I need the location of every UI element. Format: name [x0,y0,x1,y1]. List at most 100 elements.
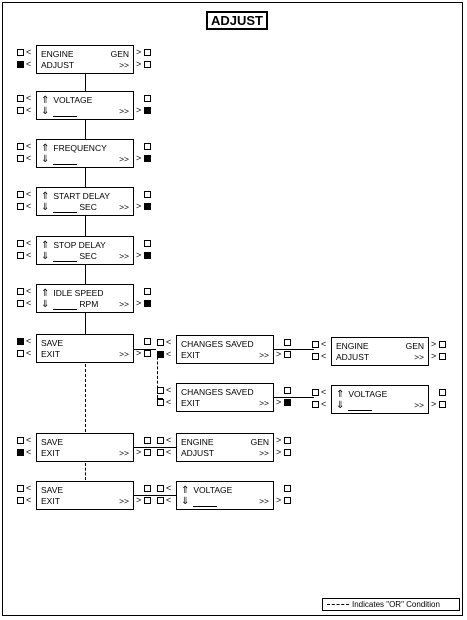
button-left-top[interactable] [17,191,24,198]
button-left-bottom[interactable] [17,107,24,114]
button-left-top[interactable] [17,49,24,56]
button-right-top[interactable] [144,95,151,102]
button-left-top[interactable] [17,485,24,492]
button-right-bottom[interactable] [284,399,291,406]
button-right-bottom[interactable] [144,497,151,504]
button-left-bottom[interactable] [312,353,319,360]
button-right-top[interactable] [284,387,291,394]
button-right-bottom[interactable] [439,353,446,360]
display-line-2: ⇓>> [336,400,424,411]
right-arrow-icon: > [431,399,437,409]
button-left-top[interactable] [17,338,24,345]
button-right-top[interactable] [284,485,291,492]
connector [85,216,86,236]
button-right-bottom[interactable] [284,497,291,504]
line2-label: EXIT [181,350,200,360]
up-arrow-icon: ⇑ [41,240,50,251]
button-left-top[interactable] [312,341,319,348]
button-left-bottom[interactable] [17,61,24,68]
button-right-bottom[interactable] [144,203,151,210]
button-right-bottom[interactable] [284,449,291,456]
left-arrow-icon: < [26,348,32,358]
right-arrow-icon: > [136,250,142,260]
display-line-1: ⇑VOLTAGE [181,485,269,496]
button-left-bottom[interactable] [17,300,24,307]
up-arrow-icon: ⇑ [41,288,50,299]
left-arrow-icon: < [26,238,32,248]
button-left-top[interactable] [157,387,164,394]
button-left-bottom[interactable] [17,155,24,162]
button-left-bottom[interactable] [157,449,164,456]
button-right-top[interactable] [439,389,446,396]
button-right-top[interactable] [144,288,151,295]
connector [85,74,86,91]
button-left-bottom[interactable] [17,497,24,504]
button-left-top[interactable] [157,437,164,444]
display-line-2: ⇓>> [41,106,129,117]
legend: Indicates "OR" Condition [322,598,460,611]
button-left-top[interactable] [17,437,24,444]
up-arrow-icon: ⇑ [181,485,190,496]
right-arrow-icon: > [431,339,437,349]
connector [85,265,86,284]
down-arrow-icon: ⇓ [181,496,190,507]
button-right-bottom[interactable] [439,401,446,408]
button-right-top[interactable] [144,49,151,56]
value-underline [53,301,78,310]
display-line-1: CHANGES SAVED [181,339,269,350]
down-arrow-icon: ⇓ [41,106,50,117]
left-arrow-icon: < [26,495,32,505]
up-arrow-icon: ⇑ [41,191,50,202]
button-right-bottom[interactable] [284,351,291,358]
display-voltage: ⇑VOLTAGE⇓>> [36,91,134,120]
button-right-top[interactable] [144,191,151,198]
line2-value: ⇓ [41,106,79,117]
display-line-1: ⇑START DELAY [41,191,129,202]
button-left-bottom[interactable] [17,203,24,210]
button-left-top[interactable] [157,485,164,492]
button-right-top[interactable] [144,338,151,345]
button-right-bottom[interactable] [144,350,151,357]
right-arrow-icon: > [276,495,282,505]
button-right-top[interactable] [144,437,151,444]
line2-arrows: >> [119,448,129,458]
right-arrow-icon: > [431,351,437,361]
line2-value: ⇓SEC [41,202,97,213]
button-left-bottom[interactable] [157,351,164,358]
button-left-bottom[interactable] [17,252,24,259]
button-left-top[interactable] [17,288,24,295]
display-stop-delay: ⇑STOP DELAY⇓SEC>> [36,236,134,265]
right-arrow-icon: > [276,435,282,445]
button-right-bottom[interactable] [144,155,151,162]
button-left-bottom[interactable] [17,449,24,456]
button-right-bottom[interactable] [144,252,151,259]
button-right-top[interactable] [439,341,446,348]
button-right-top[interactable] [284,339,291,346]
button-left-top[interactable] [157,339,164,346]
button-left-top[interactable] [17,240,24,247]
left-arrow-icon: < [26,105,32,115]
button-right-bottom[interactable] [144,449,151,456]
button-right-top[interactable] [144,240,151,247]
display-line-1: ⇑VOLTAGE [41,95,129,106]
line2-label: ADJUST [336,352,370,362]
button-right-top[interactable] [144,485,151,492]
button-right-top[interactable] [284,437,291,444]
button-left-top[interactable] [17,95,24,102]
button-left-bottom[interactable] [157,497,164,504]
button-left-bottom[interactable] [17,350,24,357]
param-label: START DELAY [53,191,110,201]
button-right-bottom[interactable] [144,300,151,307]
button-right-top[interactable] [144,143,151,150]
button-left-bottom[interactable] [157,399,164,406]
button-left-top[interactable] [312,389,319,396]
button-left-bottom[interactable] [312,401,319,408]
button-right-bottom[interactable] [144,61,151,68]
button-right-bottom[interactable] [144,107,151,114]
connector [274,397,314,398]
right-arrow-icon: > [136,447,142,457]
left-arrow-icon: < [321,351,327,361]
button-left-top[interactable] [17,143,24,150]
